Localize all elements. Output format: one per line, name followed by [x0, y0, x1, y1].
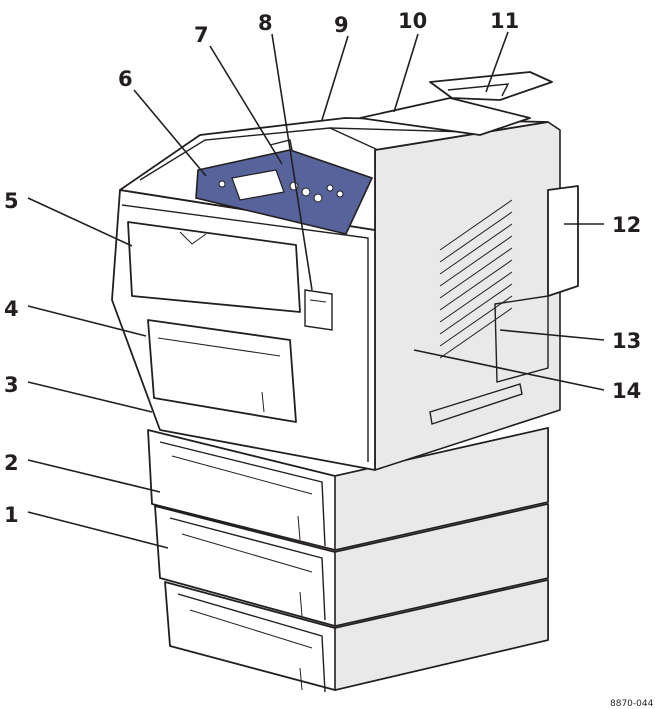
- callout-12: 12: [612, 213, 641, 237]
- leader-8: [271, 33, 313, 291]
- callout-6: 6: [118, 67, 133, 91]
- tray-feeder-middle: [154, 503, 549, 627]
- front-door: [121, 204, 369, 462]
- callout-13: 13: [612, 329, 641, 353]
- leader-13: [499, 329, 605, 341]
- callout-7: 7: [194, 23, 209, 47]
- callout-1: 1: [4, 503, 19, 527]
- callout-11: 11: [490, 9, 519, 33]
- leader-3: [27, 381, 153, 413]
- callout-14: 14: [612, 379, 641, 403]
- leader-6: [133, 89, 207, 177]
- tray-feeder-bottom: [164, 579, 549, 693]
- callout-4: 4: [4, 297, 19, 321]
- leader-1: [27, 511, 169, 549]
- leader-11: [485, 31, 509, 93]
- callout-labels: 1 2 3 4 5 6 7 8 9 10 11 12 13 14: [4, 9, 641, 527]
- leader-9: [321, 35, 349, 121]
- panel-button: [326, 184, 334, 192]
- side-vents: [439, 199, 513, 359]
- output-tray: [359, 71, 553, 136]
- panel-button: [301, 187, 311, 197]
- figure-id: 8870-044: [610, 699, 654, 709]
- callout-10: 10: [398, 9, 427, 33]
- tray-2: [147, 319, 297, 423]
- leader-2: [27, 459, 161, 493]
- panel-button: [218, 180, 226, 188]
- leader-5: [27, 197, 133, 247]
- tray-feeder-top: [147, 427, 549, 551]
- callout-9: 9: [334, 13, 349, 37]
- side-door: [547, 185, 579, 297]
- panel-button: [313, 193, 323, 203]
- callout-5: 5: [4, 189, 19, 213]
- leader-10: [393, 33, 419, 113]
- leader-4: [27, 305, 147, 337]
- lcd-display: [231, 169, 285, 201]
- leader-14: [413, 349, 605, 391]
- leader-lines: [27, 31, 605, 549]
- multipurpose-tray: [127, 221, 301, 313]
- callout-3: 3: [4, 373, 19, 397]
- leader-7: [209, 45, 283, 165]
- callout-2: 2: [4, 451, 19, 475]
- panel-button: [336, 190, 344, 198]
- callout-8: 8: [258, 11, 273, 35]
